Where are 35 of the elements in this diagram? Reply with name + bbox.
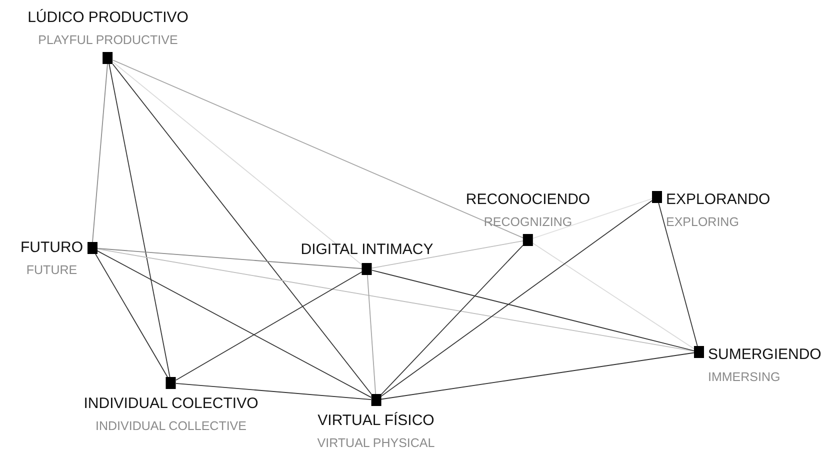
node-title: LÚDICO PRODUCTIVO [28, 9, 188, 27]
connector-line [112, 62, 362, 266]
connector-line [176, 271, 362, 381]
node-title: INDIVIDUAL COLECTIVO [84, 395, 258, 413]
node-title: SUMERGIENDO [708, 346, 822, 364]
node-subtitle: FUTURE [26, 262, 78, 278]
node-title: FUTURO [20, 239, 83, 257]
connector-line [366, 274, 376, 394]
connector-line [92, 64, 108, 242]
node-subtitle: RECOGNIZING [484, 214, 572, 230]
connector-line [380, 244, 524, 396]
connector-line [96, 250, 372, 398]
connector-line [380, 200, 652, 397]
node-title: DIGITAL INTIMACY [300, 241, 434, 259]
connector-line [96, 248, 694, 352]
node-title: VIRTUAL FÍSICO [318, 412, 434, 430]
node-subtitle: PLAYFUL PRODUCTIVE [38, 32, 178, 48]
node-title: RECONOCIENDO [466, 191, 590, 209]
connector-line [658, 202, 698, 346]
connector-line [176, 382, 372, 400]
node-subtitle: VIRTUAL PHYSICAL [317, 435, 435, 451]
node-subtitle: EXPLORING [666, 214, 739, 230]
connector-line [96, 248, 362, 270]
node-title: EXPLORANDO [666, 191, 770, 209]
node-subtitle: INDIVIDUAL COLLECTIVE [96, 418, 246, 434]
connector-line [112, 60, 524, 238]
connector-line [112, 64, 372, 394]
node-subtitle: IMMERSING [708, 369, 780, 385]
connector-line [372, 240, 524, 269]
connector-line [532, 242, 694, 350]
connector-line [532, 198, 652, 239]
connector-line [108, 64, 170, 378]
connector-line [95, 254, 168, 378]
connector-line [380, 352, 694, 400]
connector-line [372, 270, 694, 352]
